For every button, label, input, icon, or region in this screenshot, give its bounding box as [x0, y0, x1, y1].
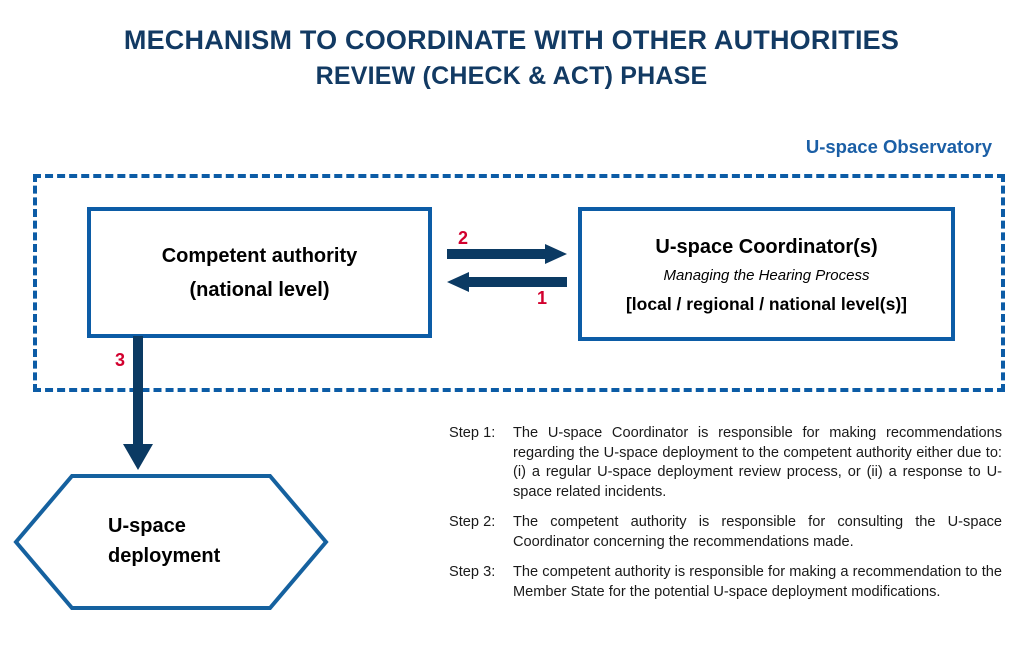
arrow-3-number: 3: [115, 350, 126, 370]
arrow-2-number: 2: [458, 228, 469, 248]
step-label: Step 1:: [449, 425, 496, 441]
step-label: Step 2:: [449, 514, 496, 530]
step-text: The U-space Coordinator is responsible f…: [513, 425, 1002, 500]
deployment-label-line-2: deployment: [108, 545, 221, 567]
step-row: Step 1: The U-space Coordinator is respo…: [449, 424, 1002, 502]
u-space-observatory-label: U-space Observatory: [805, 136, 992, 157]
competent-authority-line-1: Competent authority: [161, 244, 358, 267]
arrow-1-number: 1: [537, 288, 548, 308]
arrow-1-leftward: [447, 272, 567, 292]
step-label: Step 3:: [449, 564, 496, 580]
coordinator-levels: [local / regional / national level(s)]: [625, 293, 908, 314]
arrow-3-downward: [123, 336, 153, 470]
page-title-line-1: MECHANISM TO COORDINATE WITH OTHER AUTHO…: [123, 25, 900, 55]
step-text: The competent authority is responsible f…: [513, 514, 1002, 550]
coordinator-title: U-space Coordinator(s): [655, 235, 878, 258]
coordinator-subtitle: Managing the Hearing Process: [663, 266, 870, 284]
u-space-observatory-boundary: [33, 174, 1005, 392]
u-space-deployment-hexagon: [13, 474, 329, 610]
steps-description-panel: Step 1: The U-space Coordinator is respo…: [449, 424, 1002, 602]
u-space-deployment-label: U-space deployment: [108, 511, 308, 571]
page-title: MECHANISM TO COORDINATE WITH OTHER AUTHO…: [0, 24, 1023, 92]
step-row: Step 2: The competent authority is respo…: [449, 513, 1002, 552]
step-row: Step 3: The competent authority is respo…: [449, 563, 1002, 602]
competent-authority-line-2: (national level): [189, 278, 330, 301]
step-text: The competent authority is responsible f…: [513, 564, 1002, 600]
competent-authority-box: Competent authority (national level): [87, 207, 432, 338]
deployment-label-line-1: U-space: [108, 515, 186, 537]
arrow-2-rightward: [447, 244, 567, 264]
page-title-line-2: REVIEW (CHECK & ACT) PHASE: [315, 62, 708, 90]
u-space-coordinator-box: U-space Coordinator(s) Managing the Hear…: [578, 207, 955, 341]
